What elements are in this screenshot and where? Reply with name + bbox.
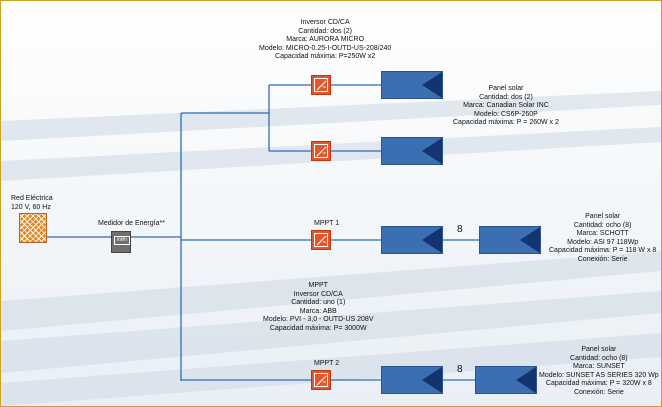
solar-panel-icon	[381, 71, 443, 99]
panel-bot-line: Marca: SUNSET	[572, 363, 625, 371]
panel-bot-line: Modelo: SUNSET AS SERIES 320 Wp	[539, 371, 659, 379]
grid-label: Red Eléctrica 120 V, 60 Hz	[11, 195, 53, 212]
inverter-abb-line: Cantidad: uno (1)	[291, 299, 346, 307]
meter-icon-text: kWh	[114, 236, 130, 245]
inverter-top-line: Capacidad máxima: P=250W x2	[275, 53, 376, 61]
inverter-top-line: Marca: AURORA MICRO	[286, 36, 365, 44]
grid-title: Red Eléctrica	[11, 195, 53, 202]
solar-panel-icon	[381, 137, 443, 165]
solar-panel-icon	[479, 226, 541, 254]
panel-mid-label: Panel solar Cantidad: ocho (8) Marca: SC…	[549, 213, 656, 265]
mppt1-inverter-icon: ≈	[311, 230, 331, 250]
meter-label: Medidor de Energía**	[98, 220, 165, 227]
inverter-abb-line: Modelo: PVI - 3,0 - OUTD-US 208V	[263, 316, 374, 324]
panel-mid-line: Marca: SCHOTT	[576, 230, 629, 238]
panel-mid-line: Capacidad máxima: P = 118 W x 8	[549, 247, 657, 255]
utility-grid-icon	[19, 213, 47, 243]
panel-top-line: Modelo: CS6P-260P	[474, 110, 538, 118]
panel-top-line: Capacidad máxima: P = 260W x 2	[453, 119, 559, 127]
mppt1-label: MPPT 1	[314, 220, 340, 227]
panel-bot-label: Panel solar Cantidad: ocho (8) Marca: SU…	[539, 346, 659, 398]
panel-bot-line: Panel solar	[581, 346, 617, 353]
panel-mid-line: Cantidad: ocho (8)	[573, 221, 632, 229]
panel-top-line: Cantidad: dos (2)	[479, 93, 533, 101]
panel-top-label: Panel solar Cantidad: dos (2) Marca: Can…	[453, 85, 559, 128]
inverter-top-line: Inversor CD/CA	[300, 19, 350, 26]
panel-mid-line: Panel solar	[585, 213, 621, 220]
panel-bot-line: Cantidad: ocho (8)	[570, 354, 628, 362]
micro-inverter-icon: ≈	[311, 141, 331, 161]
inverter-abb-line: Marca: ABB	[299, 307, 337, 315]
inverter-top-line: Cantidad: dos (2)	[298, 27, 352, 35]
string-count-1: 8	[457, 224, 463, 235]
micro-inverter-icon: ≈	[311, 75, 331, 95]
inverter-abb-label: MPPT Inversor CD/CA Cantidad: uno (1) Ma…	[263, 282, 373, 334]
panel-mid-line: Modelo: ASI 97 118Wp	[567, 238, 639, 246]
solar-panel-icon	[381, 226, 443, 254]
panel-bot-line: Conexión: Serie	[573, 388, 624, 396]
inverter-abb-line: MPPT	[308, 282, 328, 289]
panel-top-line: Panel solar	[488, 85, 524, 92]
panel-bot-line: Capacidad máxima: P = 320W x 8	[545, 380, 652, 388]
inverter-abb-line: Capacidad máxima: P= 3000W	[269, 324, 367, 332]
panel-top-line: Marca: Canadian Solar INC	[463, 102, 549, 110]
inverter-top-label: Inversor CD/CA Cantidad: dos (2) Marca: …	[259, 19, 391, 62]
solar-panel-icon	[381, 366, 443, 394]
mppt2-inverter-icon: ≈	[311, 370, 331, 390]
grid-spec: 120 V, 60 Hz	[11, 203, 51, 211]
string-count-2: 8	[457, 364, 463, 375]
mppt2-label: MPPT 2	[314, 360, 340, 367]
energy-meter-icon: kWh	[111, 231, 131, 253]
inverter-top-line: Modelo: MICRO-0.25-I-OUTD-US-208/240	[259, 44, 392, 52]
solar-panel-icon	[475, 366, 537, 394]
panel-mid-line: Conexión: Serie	[577, 255, 628, 263]
inverter-abb-line: Inversor CD/CA	[293, 290, 343, 298]
